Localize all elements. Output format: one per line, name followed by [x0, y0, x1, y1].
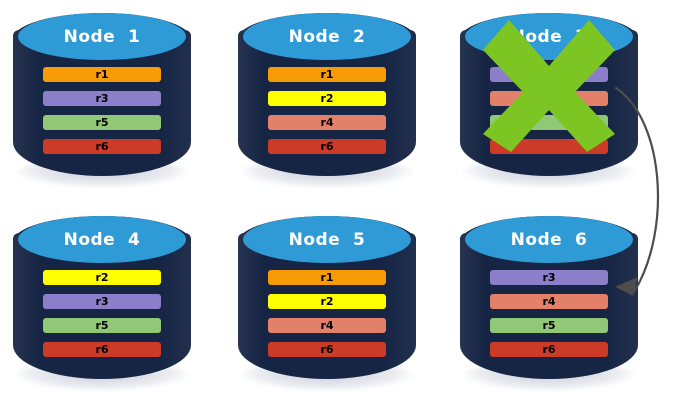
replica-bar[interactable]: r6 [43, 342, 161, 357]
node-6[interactable]: Node 6 r3 r4 r5 r6 [453, 211, 645, 393]
replica-list: r3 [490, 67, 608, 154]
replica-bar[interactable]: r4 [490, 294, 608, 309]
replica-bar[interactable]: r3 [43, 91, 161, 106]
cylinder-top [465, 216, 633, 263]
replica-bar[interactable]: r6 [268, 139, 386, 154]
replica-bar[interactable]: r2 [43, 270, 161, 285]
cylinder-top [243, 13, 411, 60]
replica-bar[interactable]: r6 [43, 139, 161, 154]
replica-bar[interactable]: r2 [268, 91, 386, 106]
replica-bar[interactable]: r5 [43, 318, 161, 333]
replica-bar[interactable]: r6 [490, 342, 608, 357]
replica-bar[interactable]: r6 [268, 342, 386, 357]
replica-bar[interactable]: r1 [43, 67, 161, 82]
replica-bar[interactable]: r1 [268, 270, 386, 285]
replica-bar[interactable]: r4 [268, 318, 386, 333]
node-3[interactable]: Node 3 r3 [453, 8, 645, 190]
replica-list: r1 r2 r4 r6 [268, 67, 386, 154]
cylinder-top [18, 13, 186, 60]
node-label: Node 3 [510, 26, 588, 47]
node-label: Node 5 [288, 229, 366, 250]
replica-list: r1 r2 r4 r6 [268, 270, 386, 357]
replica-list: r3 r4 r5 r6 [490, 270, 608, 357]
replica-bar[interactable] [490, 115, 608, 130]
node-label: Node 6 [510, 229, 588, 250]
node-label: Node 2 [288, 26, 366, 47]
node-4[interactable]: Node 4 r2 r3 r5 r6 [6, 211, 198, 393]
replica-bar[interactable]: r5 [490, 318, 608, 333]
replica-bar[interactable]: r5 [43, 115, 161, 130]
replica-bar[interactable]: r3 [490, 67, 608, 82]
node-label: Node 4 [63, 229, 141, 250]
cylinder-top [243, 216, 411, 263]
cylinder-top [18, 216, 186, 263]
replica-bar[interactable]: r2 [268, 294, 386, 309]
replica-bar[interactable] [490, 139, 608, 154]
node-2[interactable]: Node 2 r1 r2 r4 r6 [231, 8, 423, 190]
node-5[interactable]: Node 5 r1 r2 r4 r6 [231, 211, 423, 393]
node-label: Node 1 [63, 26, 141, 47]
replica-list: r2 r3 r5 r6 [43, 270, 161, 357]
node-1[interactable]: Node 1 r1 r3 r5 r6 [6, 8, 198, 190]
replica-bar[interactable]: r3 [490, 270, 608, 285]
replica-bar[interactable]: r3 [43, 294, 161, 309]
replica-bar[interactable] [490, 91, 608, 106]
replica-bar[interactable]: r1 [268, 67, 386, 82]
replica-list: r1 r3 r5 r6 [43, 67, 161, 154]
replica-bar[interactable]: r4 [268, 115, 386, 130]
